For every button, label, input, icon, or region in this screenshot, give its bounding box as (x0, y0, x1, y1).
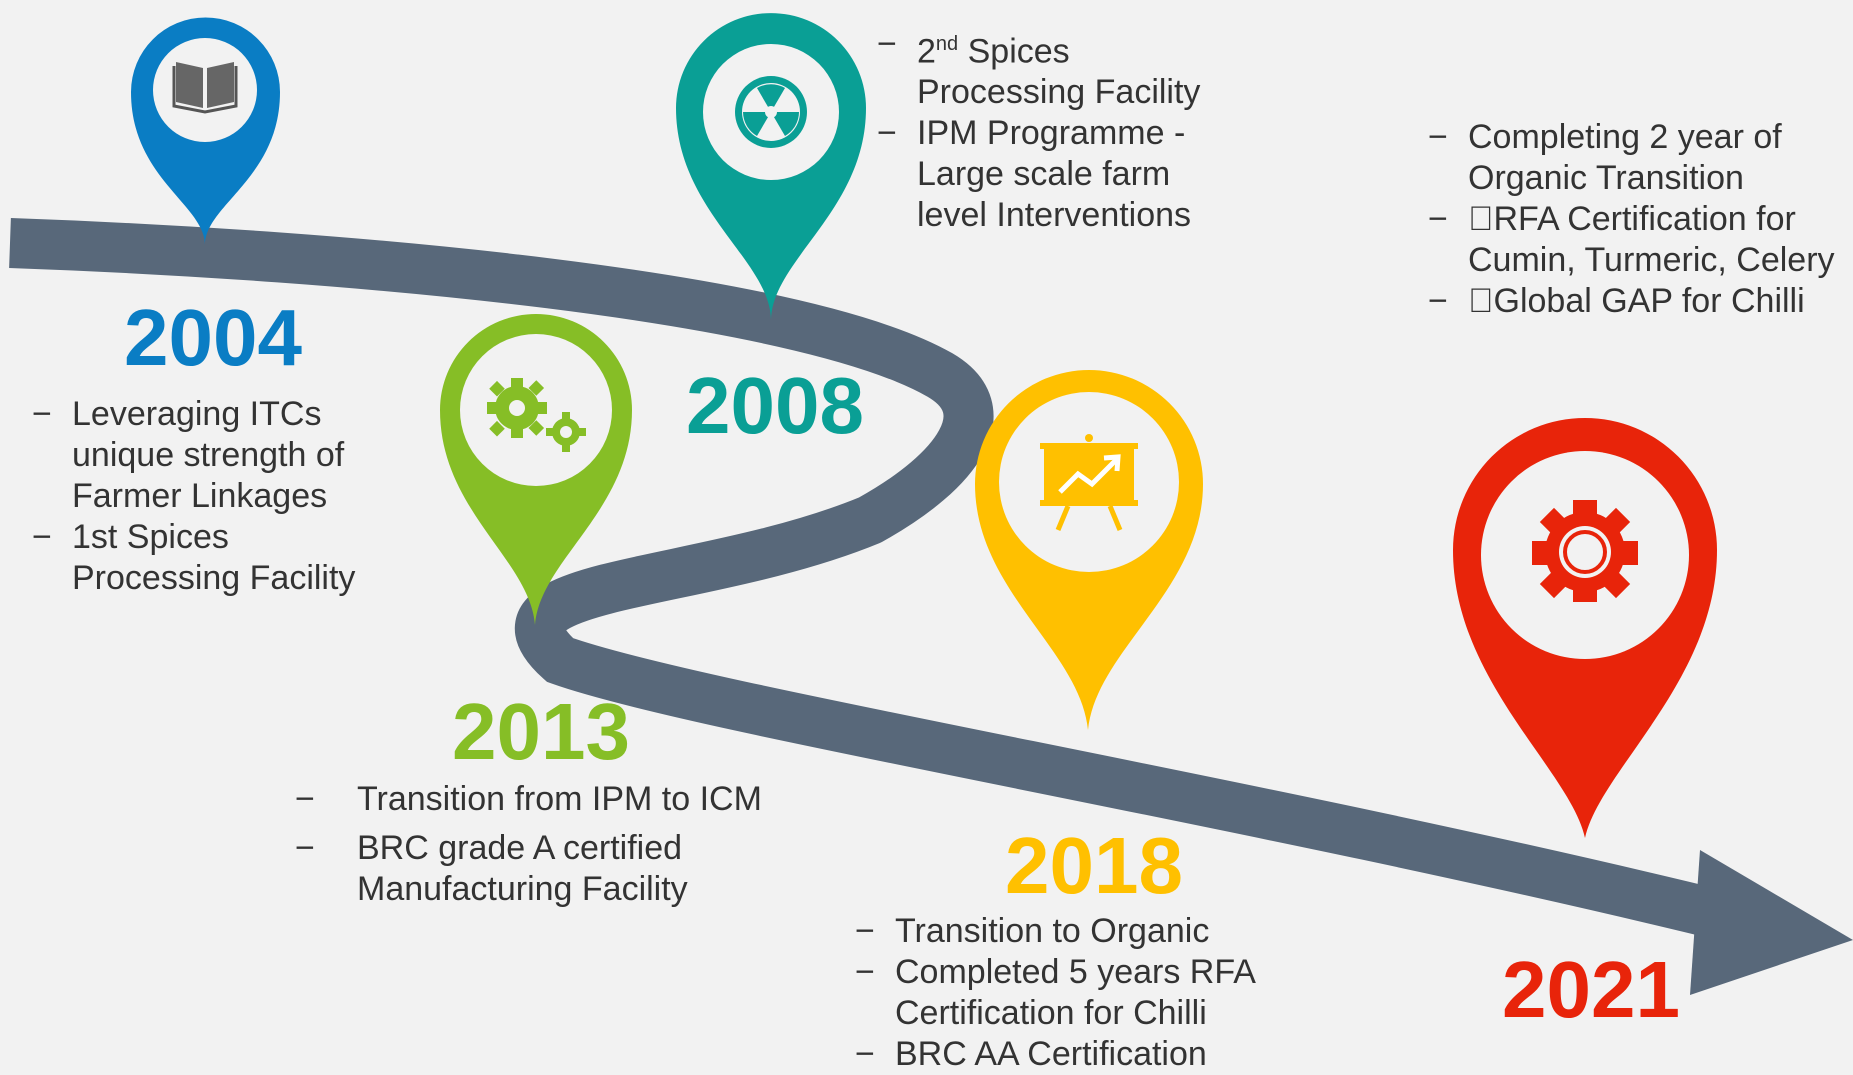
timeline-road (9, 218, 1726, 940)
milestone-2004-item: Leveraging ITCs unique strength of Farme… (32, 394, 372, 517)
milestone-2013-item: Transition from IPM to ICM (295, 779, 815, 820)
milestone-2021-item: RFA Certification for Cumin, Turmeric, … (1428, 199, 1838, 281)
milestone-2004-item: 1st Spices Processing Facility (32, 517, 372, 599)
milestone-2021-item: Completing 2 year of Organic Transition (1428, 117, 1838, 199)
milestone-2013-list: Transition from IPM to ICM BRC grade A c… (295, 779, 815, 918)
year-2008-label: 2008 (686, 361, 864, 450)
year-2021-label: 2021 (1502, 945, 1680, 1034)
milestone-2018-item: BRC AA Certification (855, 1034, 1295, 1075)
book-icon (172, 62, 238, 114)
milestone-2008-item: 2nd Spices Processing Facility (877, 24, 1217, 113)
timeline-arrowhead (1690, 850, 1853, 995)
gear-icon (1532, 500, 1638, 602)
milestone-2004-list: Leveraging ITCs unique strength of Farme… (32, 394, 372, 599)
year-2013-label: 2013 (452, 687, 630, 776)
milestone-2008-list: 2nd Spices Processing Facility IPM Progr… (877, 24, 1217, 236)
milestone-2021-item: Global GAP for Chilli (1428, 281, 1838, 322)
presentation-chart-icon (1040, 434, 1138, 531)
year-2004-label: 2004 (124, 293, 302, 382)
pin-2018 (975, 370, 1203, 730)
milestone-2018-item: Transition to Organic (855, 911, 1295, 952)
pin-2021 (1453, 418, 1717, 838)
milestone-2008-item-sup: nd (935, 33, 959, 55)
pin-2004 (131, 17, 280, 245)
milestone-2008-item-prefix: 2 (917, 32, 936, 71)
radiation-icon (735, 76, 807, 148)
milestone-2021-list: Completing 2 year of Organic Transition … (1428, 117, 1838, 322)
milestone-2008-item: IPM Programme -Large scale farm level In… (877, 113, 1217, 236)
gears-icon (487, 378, 586, 452)
milestone-2018-item: Completed 5 years RFA Certification for … (855, 952, 1295, 1034)
pin-2013 (440, 314, 632, 625)
milestone-2008-item-rest: Spices Processing Facility (917, 32, 1201, 112)
milestone-2018-list: Transition to Organic Completed 5 years … (855, 911, 1295, 1075)
pin-2008 (676, 13, 866, 320)
year-2018-label: 2018 (1005, 821, 1183, 910)
milestone-2013-item: BRC grade A certified Manufacturing Faci… (295, 828, 815, 910)
